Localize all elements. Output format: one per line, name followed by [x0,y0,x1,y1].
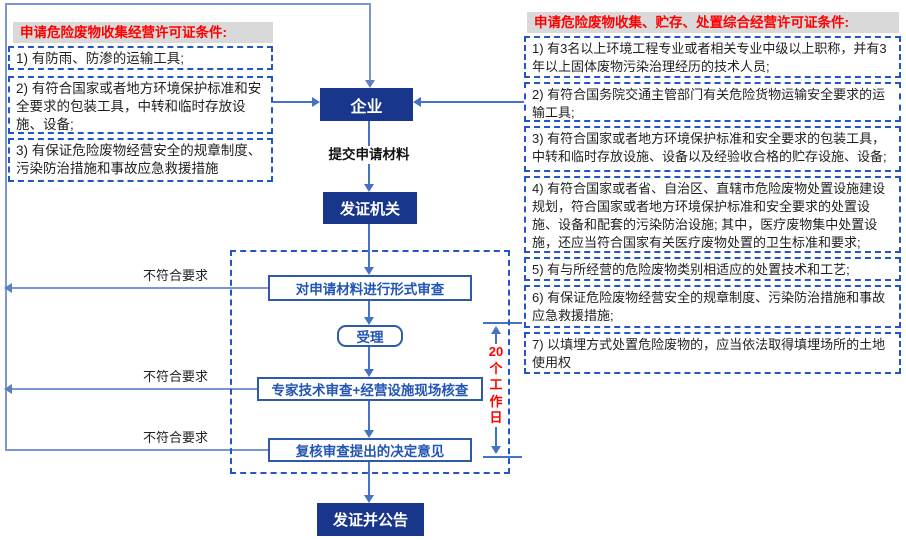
issuing-authority-node: 发证机关 [323,192,417,224]
loop-right-line [369,3,371,81]
right-condition-2: 2) 有符合国务院交通主管部门有关危险货物运输安全要求的运输工具; [524,82,901,122]
arrow-down-icon [364,495,374,503]
decision-node: 复核审查提出的决定意见 [268,438,472,462]
right-condition-3: 3) 有符合国家或者地方环境保护标准和安全要求的包装工具，中转和临时存放设施、设… [524,126,901,172]
right-condition-1: 1) 有3名以上环境工程专业或者相关专业中级以上职称，并有3年以上固体废物污染治… [524,36,901,78]
right-condition-7: 7) 以填埋方式处置危险废物的，应当依法取得填埋场所的土地使用权 [524,332,901,374]
left-panel-title: 申请危险废物收集经营许可证条件: [13,22,273,43]
spine-line-5 [368,401,370,431]
left-to-enterprise-line [273,101,315,103]
arrow-down-icon [364,317,374,325]
bracket-top-tick [483,322,522,324]
expert-review-node: 专家技术审查+经营设施现场核查 [257,377,483,401]
left-condition-3: 3) 有保证危险废物经营安全的规章制度、污染防治措施和事故应急救援措施 [8,138,273,182]
arrow-down-icon [365,80,375,88]
arrow-left-icon [413,97,421,107]
arrow-down-icon [364,369,374,377]
review-process-container [230,250,510,474]
spine-line-6 [368,462,370,496]
right-to-enterprise-line [421,101,524,103]
enterprise-node: 企业 [320,88,413,121]
arrow-down-icon [364,267,374,275]
spine-line-2 [368,224,370,267]
submit-materials-label: 提交申请材料 [318,146,420,164]
duration-label: 20个工作日 [486,344,506,427]
arrow-down-icon [491,446,501,454]
right-panel-title: 申请危险废物收集、贮存、处置综合经营许可证条件: [527,12,899,33]
reject-line-2 [8,388,257,390]
loop-left-line [5,3,7,451]
reject-label-3: 不符合要求 [133,429,218,446]
arrow-down-icon [364,184,374,192]
reject-label-1: 不符合要求 [133,267,218,284]
left-condition-1: 1) 有防雨、防渗的运输工具; [8,46,273,70]
arrow-left-icon [4,384,12,394]
issue-announce-node: 发证并公告 [317,503,424,536]
loop-top-line [5,3,371,5]
bracket-bottom-tick [483,456,522,458]
arrow-up-icon [491,326,501,334]
reject-line-3 [5,449,268,451]
reject-label-2: 不符合要求 [133,368,218,385]
formal-review-node: 对申请材料进行形式审查 [268,275,472,301]
accept-node: 受理 [337,325,403,347]
right-condition-5: 5) 有与所经营的危险废物类别相适应的处置技术和工艺; [524,257,901,281]
reject-line-1 [8,287,268,289]
arrow-left-icon [4,283,12,293]
right-condition-4: 4) 有符合国家或者省、自治区、直辖市危险废物处置设施建设规划，符合国家或者地方… [524,176,901,253]
right-condition-6: 6) 有保证危险废物经营安全的规章制度、污染防治措施和事故应急救援措施; [524,285,901,328]
spine-line-4 [368,347,370,370]
spine-line-3 [368,301,370,317]
arrow-right-icon [312,97,320,107]
arrow-down-icon [364,430,374,438]
left-condition-2: 2) 有符合国家或者地方环境保护标准和安全要求的包装工具，中转和临时存放设施、设… [8,76,273,134]
